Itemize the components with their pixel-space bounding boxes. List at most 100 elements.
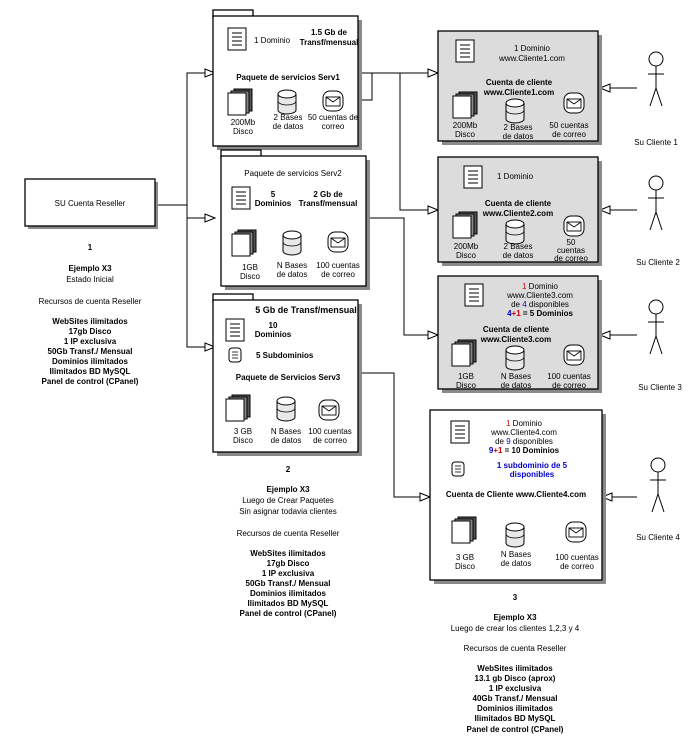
wire-serv2-client3: [366, 217, 428, 336]
arrow-client2: [427, 205, 440, 215]
actor-3-label: Su Cliente 3: [638, 383, 682, 392]
document-icon: [463, 165, 483, 189]
client-4-domain-count: 1: [506, 419, 511, 428]
client-2-db-1: 2 Bases: [504, 242, 533, 251]
client-3-disk-2: Disco: [456, 381, 477, 390]
client-4-sum-a: 9: [489, 446, 494, 455]
client-1-db-1: 2 Bases: [504, 123, 533, 132]
step-number-2: 2: [286, 465, 291, 474]
client-4-mail-1: 100 cuentas: [555, 553, 599, 562]
client-4-disk-2: Disco: [455, 562, 476, 571]
database-icon: [505, 98, 525, 124]
resource-3-0: WebSites ilimitados: [477, 664, 553, 673]
package-serv1-title: Paquete de servicios Serv1: [236, 73, 340, 82]
stick-figure-icon: [647, 299, 665, 355]
resource-2-2: 1 IP exclusiva: [262, 569, 315, 578]
package-serv2-db-2: de datos: [277, 270, 308, 279]
arrow-client3: [427, 330, 440, 340]
disk-stack-icon: [225, 394, 251, 422]
client-4: 1 Dominio www.Cliente4.com de 9 disponib…: [429, 409, 606, 584]
wire-serv3-client4: [358, 372, 420, 498]
client-4-available-num: 9: [506, 437, 511, 446]
disk-stack-icon: [231, 229, 257, 257]
client-3-available-post: disponibles: [527, 300, 569, 309]
package-serv2-title: Paquete de servicios Serv2: [244, 169, 342, 178]
client-3-sum-b: 1: [516, 309, 521, 318]
stick-figure-icon: [649, 457, 667, 513]
subtitle-3: Luego de crear los clientes 1,2,3 y 4: [451, 624, 580, 633]
package-serv3-transfer: 5 Gb de Transf/mensual: [255, 305, 357, 315]
client-2-mail-1: 50: [567, 238, 576, 247]
client-1: 1 Dominio www.Cliente1.com Cuenta de cli…: [437, 30, 602, 145]
package-serv1: 1 Dominio 1.5 Gb de Transf/mensual Paque…: [212, 9, 362, 150]
envelope-icon: [563, 92, 585, 114]
reseller-block: SU Cuenta Reseller 1 Ejemplo X3 Estado I…: [24, 178, 158, 386]
envelope-icon: [327, 231, 349, 253]
package-serv1-disk-2: Disco: [233, 127, 254, 136]
client-3-domain-count: 1: [522, 282, 527, 291]
package-serv2: Paquete de servicios Serv2 5 Dominios 2 …: [220, 149, 370, 290]
resource-3-4: Dominios ilimitados: [477, 704, 554, 713]
client-4-db-1: N Bases: [501, 550, 531, 559]
subtitle-2-2: Sin asignar todavia clientes: [239, 507, 336, 516]
package-serv3-disk-1: 3 GB: [234, 427, 252, 436]
actor-3: Su Cliente 3: [638, 299, 682, 392]
arrow-actor3: [598, 330, 611, 340]
client-2-disk-2: Disco: [456, 251, 477, 260]
arrow-client4: [419, 492, 432, 502]
document-icon: [231, 186, 251, 210]
client-2-domain: 1 Dominio: [497, 172, 534, 181]
actor-2: Su Cliente 2: [636, 175, 680, 267]
client-3-disk-1: 1GB: [458, 372, 474, 381]
client-4-sum-b: 1: [498, 446, 503, 455]
resource-3-3: 40Gb Transf./ Mensual: [473, 694, 558, 703]
package-serv1-db-1: 2 Bases: [274, 113, 303, 122]
package-serv2-domains-1: 5: [271, 190, 276, 199]
step-number-1: 1: [88, 243, 93, 252]
client-4-subdomain-1: 1 subdominio de 5: [497, 461, 568, 470]
wire-reseller-serv2: [158, 204, 205, 219]
client-2: 1 Dominio Cuenta de cliente www.Cliente2…: [437, 156, 602, 266]
package-serv3-mail-2: de correo: [313, 436, 347, 445]
envelope-icon: [322, 90, 344, 112]
resource-3-6: Panel de control (CPanel): [467, 725, 564, 734]
package-serv2-box: [220, 155, 367, 287]
actor-4-label: Su Cliente 4: [636, 533, 680, 542]
client-4-sum-rest: = 10 Dominios: [502, 446, 559, 455]
example-title-3: Ejemplo X3: [493, 613, 537, 622]
envelope-icon: [565, 521, 587, 543]
package-serv1-mail-2: correo: [322, 122, 345, 131]
step3-caption: 3 Ejemplo X3 Luego de crear los clientes…: [451, 593, 580, 734]
envelope-icon: [563, 215, 585, 237]
package-serv2-db-1: N Bases: [277, 261, 307, 270]
resource-1-1: 17gb Disco: [69, 327, 112, 336]
document-icon: [227, 27, 247, 51]
arrow-client1: [427, 68, 440, 78]
envelope-icon: [563, 344, 585, 366]
subtitle-1: Estado Inicial: [66, 275, 114, 284]
client-2-account-1: Cuenta de cliente: [485, 199, 552, 208]
example-title-1: Ejemplo X3: [68, 264, 112, 273]
client-4-subdomain-2: disponibles: [510, 470, 555, 479]
client-3-account-1: Cuenta de cliente: [483, 325, 550, 334]
package-serv3-title: Paquete de Servicios Serv3: [236, 373, 341, 382]
list-icon: [228, 347, 242, 363]
client-1-account-1: Cuenta de cliente: [486, 78, 553, 87]
arrow-actor2: [598, 205, 611, 215]
package-serv3-db-1: N Bases: [271, 427, 301, 436]
client-1-disk-2: Disco: [455, 130, 476, 139]
resource-2-5: Ilimitados BD MySQL: [248, 599, 329, 608]
document-icon: [455, 39, 475, 63]
package-serv3-domains-1: 10: [269, 321, 278, 330]
client-2-disk-1: 200Mb: [454, 242, 479, 251]
stick-figure-icon: [647, 51, 665, 107]
stick-figure-icon: [647, 175, 665, 231]
client-4-available-pre: de: [495, 437, 506, 446]
client-2-mail-3: de correo: [554, 254, 588, 263]
client-3-db-1: N Bases: [501, 372, 531, 381]
wire-reseller-serv3: [158, 204, 205, 348]
client-1-mail-2: de correo: [552, 130, 586, 139]
client-3-domain: 1 Dominio: [522, 282, 559, 291]
resource-1-3: 50Gb Transf./ Mensual: [48, 347, 133, 356]
client-4-domain: 1 Dominio: [506, 419, 543, 428]
